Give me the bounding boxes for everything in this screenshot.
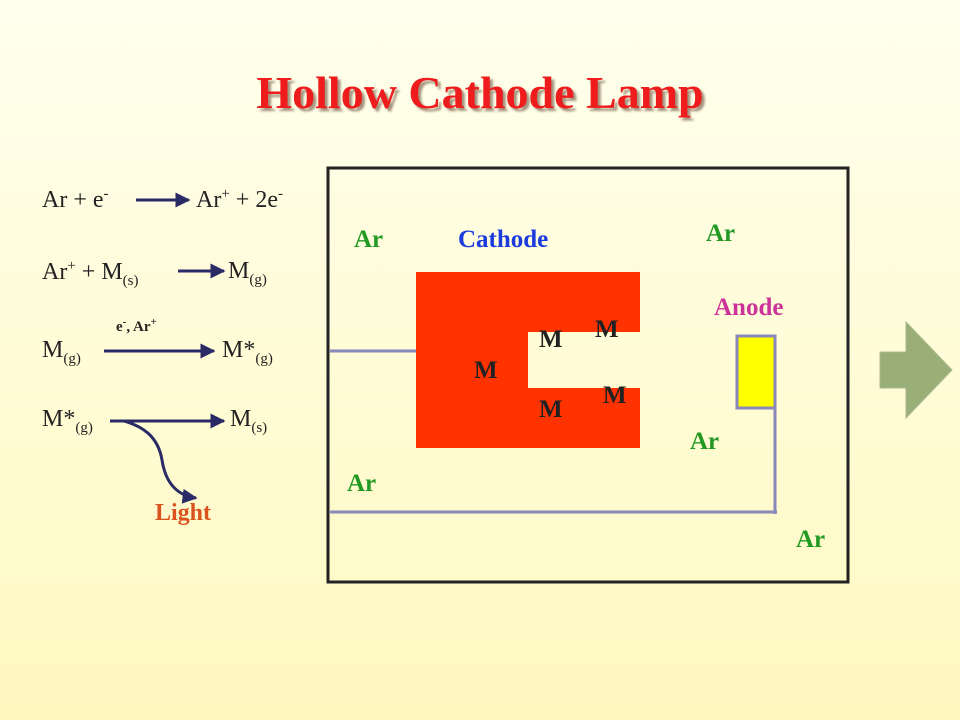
reaction-1-product: Ar+ + 2e- <box>196 186 283 213</box>
cathode-label: Cathode <box>458 226 549 253</box>
reaction-3-catalyst: e-, Ar+ <box>116 316 157 335</box>
reaction-4: M*(g) <box>42 406 93 436</box>
light-label: Light <box>155 500 212 526</box>
reaction-3: M(g) <box>42 337 81 367</box>
ar-label-top-right: Ar <box>706 220 736 247</box>
ar-label-bottom-left: Ar <box>347 470 377 497</box>
metal-atom-4: M <box>603 382 627 409</box>
metal-atom-2: M <box>595 316 619 343</box>
anode-label: Anode <box>714 294 784 321</box>
output-arrow-icon <box>879 320 953 420</box>
ar-label-top-left: Ar <box>354 226 384 253</box>
page-title: Hollow Cathode Lamp <box>256 67 704 118</box>
ar-label-right: Ar <box>690 428 720 455</box>
light-emission-arrow <box>123 419 198 504</box>
reaction-4-product: M(s) <box>230 406 268 436</box>
reaction-3-product: M*(g) <box>222 337 273 367</box>
r1-lhs: Ar + e <box>42 187 104 213</box>
metal-atom-1: M <box>539 326 563 353</box>
reaction-2: Ar+ + M(s) <box>42 258 139 289</box>
anode-shape <box>735 334 777 410</box>
ar-label-bottom-right: Ar <box>796 526 826 553</box>
metal-atom-3: M <box>474 357 498 384</box>
reaction-1: Ar + e- <box>42 186 109 213</box>
reaction-2-product: M(g) <box>228 258 267 288</box>
lamp-enclosure <box>326 166 850 584</box>
cathode-shape <box>416 272 640 448</box>
metal-atom-5: M <box>539 396 563 423</box>
